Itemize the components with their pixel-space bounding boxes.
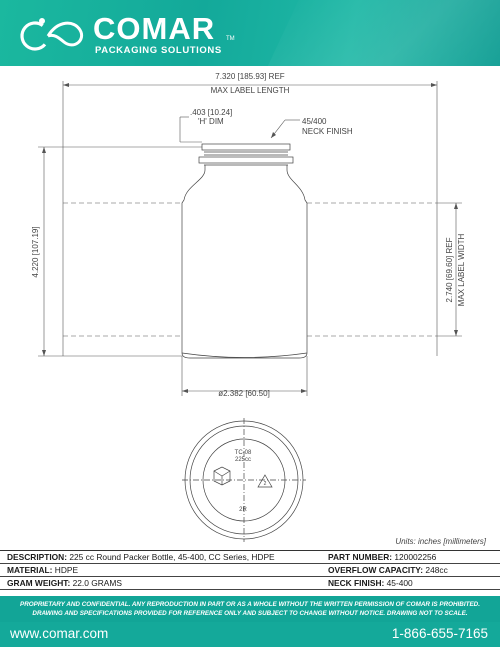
infinity-swirl-icon <box>20 18 83 51</box>
gram-weight-label: GRAM WEIGHT: <box>7 578 71 588</box>
legal-notice: PROPRIETARY AND CONFIDENTIAL. ANY REPROD… <box>0 596 500 622</box>
spec-row-3: GRAM WEIGHT: 22.0 GRAMS NECK FINISH: 45-… <box>0 577 500 590</box>
spec-row-1: DESCRIPTION: 225 cc Round Packer Bottle,… <box>0 551 500 564</box>
height-value: 4.220 [107.19] <box>31 226 40 277</box>
description-label: DESCRIPTION: <box>7 552 68 562</box>
label-width-caption: MAX LABEL WIDTH <box>457 233 466 306</box>
header-banner: COMAR TM PACKAGING SOLUTIONS <box>0 0 500 66</box>
header-sheen <box>247 0 500 66</box>
diameter-value: ø2.382 [60.50] <box>218 389 270 398</box>
website-link[interactable]: www.comar.com <box>10 626 109 641</box>
overflow-capacity-label: OVERFLOW CAPACITY: <box>328 565 424 575</box>
technical-drawing: TC-08 225cc 2R 2 7.320 [185.93] REF MAX … <box>31 72 466 542</box>
base-mark-bottom: 2R <box>239 507 247 513</box>
gram-weight-value: 22.0 GRAMS <box>72 578 122 588</box>
label-length-value: 7.320 [185.93] REF <box>215 72 284 81</box>
overflow-capacity-value: 248cc <box>425 565 448 575</box>
cube-mark-icon <box>213 466 231 486</box>
base-mark-top: TC-08 <box>235 450 252 456</box>
neck-finish-value: 45/400 <box>302 117 327 126</box>
spec-table: DESCRIPTION: 225 cc Round Packer Bottle,… <box>0 550 500 596</box>
part-number-value: 120002256 <box>394 552 437 562</box>
brand-name: COMAR <box>93 11 216 46</box>
legal-line-2: DRAWING AND SPECIFICATIONS PROVIDED FOR … <box>32 610 468 617</box>
units-note: Units: inches [millimeters] <box>395 537 486 546</box>
neck-finish-spec-value: 45-400 <box>386 578 413 588</box>
spec-row-2: MATERIAL: HDPE OVERFLOW CAPACITY: 248cc <box>0 564 500 577</box>
phone-number[interactable]: 1-866-655-7165 <box>391 626 488 641</box>
footer-bar: www.comar.com 1-866-655-7165 <box>0 622 500 647</box>
description-value: 225 cc Round Packer Bottle, 45-400, CC S… <box>69 552 275 562</box>
legal-line-1: PROPRIETARY AND CONFIDENTIAL. ANY REPROD… <box>20 601 480 608</box>
recycle-code: 2 <box>264 481 267 487</box>
neck-finish-caption: NECK FINISH <box>302 127 353 136</box>
bottle-bottom-view <box>182 418 306 542</box>
label-length-caption: MAX LABEL LENGTH <box>211 86 290 95</box>
base-mark-cap: 225cc <box>235 457 251 463</box>
recycle-icon <box>257 474 273 488</box>
h-dim-caption: 'H' DIM <box>198 117 224 126</box>
part-number-label: PART NUMBER: <box>328 552 393 562</box>
brand-tagline: PACKAGING SOLUTIONS <box>95 45 222 56</box>
material-label: MATERIAL: <box>7 565 53 575</box>
material-value: HDPE <box>54 565 79 575</box>
label-width-value: 2.740 [69.60] REF <box>445 237 454 302</box>
trademark-mark: TM <box>226 36 235 42</box>
neck-finish-label: NECK FINISH: <box>328 578 385 588</box>
bottle-side-view <box>181 143 308 359</box>
h-dim-value: .403 [10.24] <box>190 108 232 117</box>
